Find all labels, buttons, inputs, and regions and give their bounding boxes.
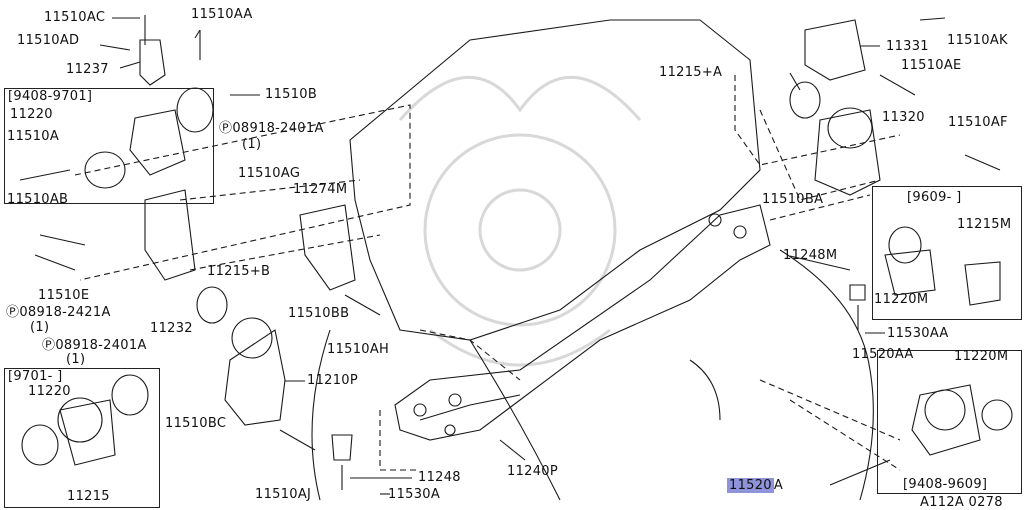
part-label-08918-2401a-lower: Ⓟ08918-2401A [42, 338, 147, 353]
part-label-11510ae: 11510AE [901, 58, 962, 73]
part-label-11237: 11237 [66, 62, 109, 77]
part-label-08918-2401a: Ⓟ08918-2401A [219, 121, 324, 136]
part-label-11510aa: 11510AA [191, 7, 253, 22]
part-label-11510ba: 11510BA [762, 192, 824, 207]
part-label-11530a: 11530A [388, 487, 441, 502]
lower-right-mount-assembly [829, 284, 1013, 486]
qty-label: (1) [66, 352, 86, 367]
upper-left-mount-assembly [19, 15, 214, 281]
range-label-9701: [9701- ] [8, 369, 63, 384]
part-label-11248m: 11248M [783, 248, 838, 263]
watermark-emblem [398, 75, 642, 367]
guide-lines [74, 75, 901, 471]
qty-label: (1) [242, 137, 262, 152]
part-label-11220m-inset: 11220M [954, 349, 1009, 364]
part-label-11510af: 11510AF [948, 115, 1008, 130]
part-label-11510ag: 11510AG [238, 166, 301, 181]
part-label-11248: 11248 [418, 470, 461, 485]
part-label-11510ac: 11510AC [44, 10, 106, 25]
part-label-11320: 11320 [882, 110, 925, 125]
part-label-11215b: 11215+B [207, 264, 271, 279]
part-label-11240p: 11240P [507, 464, 558, 479]
part-label-11220: 11220 [10, 107, 53, 122]
crossmember-outline [394, 204, 771, 441]
leader-lines [112, 17, 885, 495]
part-label-11510a: 11510A [7, 129, 60, 144]
upper-right-mount-assembly [789, 17, 1001, 196]
part-label-11232: 11232 [150, 321, 193, 336]
part-label-11510ak: 11510AK [947, 33, 1008, 48]
part-label-08918-2421a: Ⓟ08918-2421A [6, 305, 111, 320]
inset-box-9701 [4, 368, 160, 508]
part-label-11510ab: 11510AB [7, 192, 69, 207]
qty-label: (1) [30, 320, 50, 335]
part-label-11510ah: 11510AH [327, 342, 390, 357]
range-label-9408-9701: [9408-9701] [8, 89, 93, 104]
inset-mount-drawings [21, 226, 1001, 466]
part-label-11520aa: 11520AA [852, 347, 914, 362]
range-label-9609: [9609- ] [907, 190, 962, 205]
part-label-11215: 11215 [67, 489, 110, 504]
inset-box-9609 [872, 186, 1022, 320]
part-label-11215a: 11215+A [659, 65, 723, 80]
part-label-11510e: 11510E [38, 288, 90, 303]
part-label-11220-inset: 11220 [28, 384, 71, 399]
part-label-11510ad: 11510AD [17, 33, 80, 48]
part-label-11220m: 11220M [874, 292, 929, 307]
part-label-11274m: 11274M [293, 182, 348, 197]
part-label-11210p: 11210P [307, 373, 358, 388]
part-label-11510b: 11510B [265, 87, 318, 102]
lower-left-mount-assembly [196, 204, 381, 490]
part-label-11530aa: 11530AA [887, 326, 949, 341]
inset-box-9408-9609 [877, 350, 1022, 494]
part-label-11510aj: 11510AJ [255, 487, 312, 502]
inset-box-9408-9701 [4, 88, 214, 204]
engine-block-outline [311, 19, 874, 501]
diagram-id: A112A 0278 [920, 495, 1003, 510]
part-label-11215m: 11215M [957, 217, 1012, 232]
part-label-11331: 11331 [886, 39, 929, 54]
part-label-11510bb: 11510BB [288, 306, 350, 321]
part-label-11510bc: 11510BC [165, 416, 227, 431]
range-label-9408-9609: [9408-9609] [903, 477, 988, 492]
